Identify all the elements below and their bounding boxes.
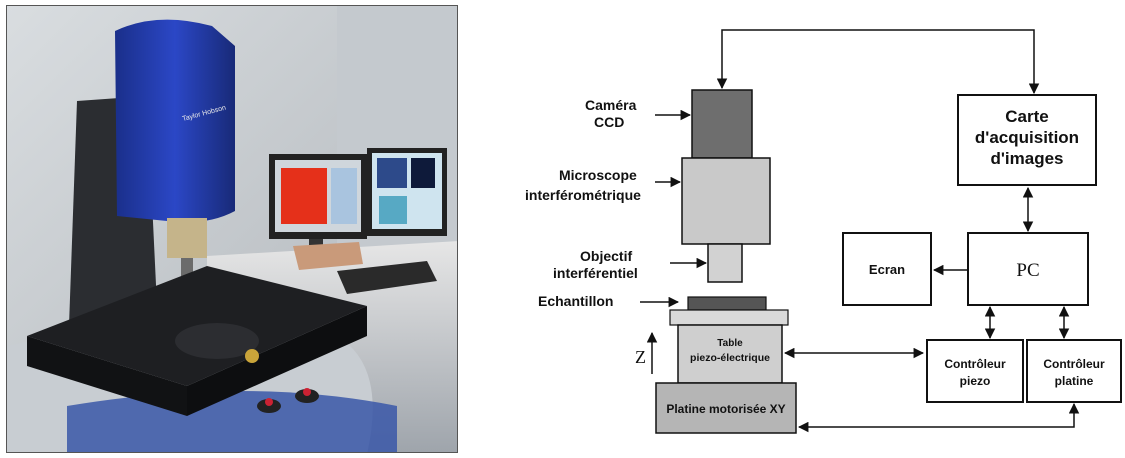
stage-controller-box (1026, 339, 1122, 403)
instrument-photo: Taylor Hobson (6, 5, 458, 453)
monitor-left (269, 154, 367, 253)
acquisition-card-label-line3: d'images (990, 149, 1063, 168)
camera-label-line2: CCD (594, 114, 624, 130)
stage-controller-label-line1: Contrôleur (1043, 357, 1105, 371)
screen-box (842, 232, 932, 306)
sample-label: Echantillon (538, 293, 613, 309)
pc-label: PC (1016, 260, 1039, 281)
acquisition-card-box (957, 94, 1097, 186)
mousepad (293, 242, 363, 270)
camera-ccd-box (691, 89, 753, 159)
microscope-label-line2: interférométrique (525, 187, 641, 203)
objective-label-line1: Objectif (580, 248, 632, 264)
microscope-box (681, 157, 771, 245)
machine-base-side (187, 306, 367, 416)
pc-box (967, 232, 1089, 306)
machine-head (115, 19, 235, 223)
piezo-table-box (677, 324, 783, 384)
machine-base-front (27, 336, 187, 416)
piezo-controller-label-line2: piezo (960, 374, 991, 388)
stage-knob (245, 349, 259, 363)
xy-stage-box (655, 382, 797, 434)
stage-controller-label-line2: platine (1055, 374, 1094, 388)
stage-rotary (175, 323, 259, 359)
sample-plate-box (669, 309, 789, 326)
piezo-table-label-line2: piezo-électrique (690, 352, 770, 364)
piezo-controller-label-line1: Contrôleur (944, 357, 1006, 371)
acquisition-card-label-line2: d'acquisition (975, 128, 1079, 147)
camera-to-card-link (716, 29, 1040, 95)
piezo-table-label-line1: Table (717, 338, 743, 349)
objective-box (707, 243, 743, 283)
monitor-right (367, 148, 447, 236)
piezo-controller-box (926, 339, 1024, 403)
stage-controller-link (797, 402, 1080, 433)
keyboard (337, 261, 437, 294)
acquisition-card-label-line1: Carte (1005, 107, 1048, 126)
desk-blue-edge (67, 391, 397, 452)
objective-turret (167, 218, 207, 258)
z-axis-label: Z (635, 347, 646, 367)
objective-lens (181, 258, 193, 276)
system-block-diagram: Caméra CCD Microscope interférométrique … (525, 29, 1122, 434)
camera-label-line1: Caméra (585, 97, 637, 113)
sample-box (687, 296, 767, 311)
screen-label: Ecran (869, 262, 905, 277)
instrument-photo-illustration: Taylor Hobson (7, 6, 457, 452)
microscope-label-line1: Microscope (559, 167, 637, 183)
xy-stage-label: Platine motorisée XY (666, 402, 785, 416)
objective-label-line2: interférentiel (553, 265, 638, 281)
